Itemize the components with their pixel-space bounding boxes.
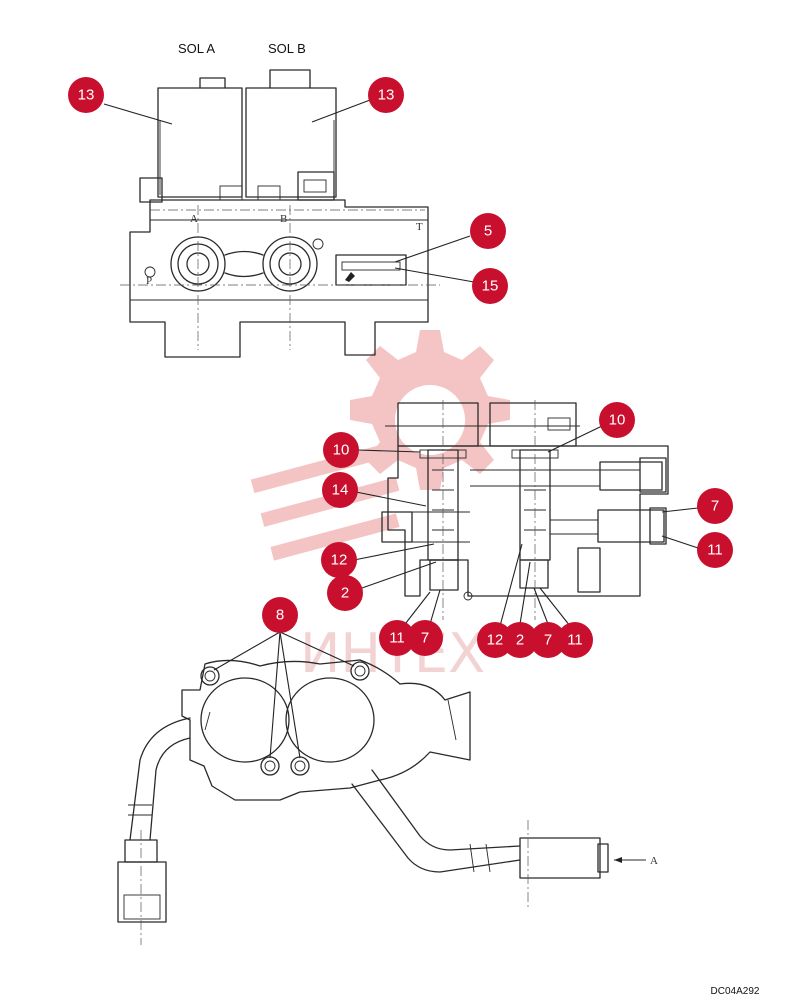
view-arrow-label: A: [650, 855, 658, 867]
sol-a-label: SOL A: [178, 41, 215, 56]
callout-12-left: 12: [321, 542, 357, 578]
svg-text:11: 11: [567, 632, 583, 649]
svg-text:8: 8: [276, 607, 284, 624]
callout-2-bottom: 2: [502, 622, 538, 658]
callout-12-bottom: 12: [477, 622, 513, 658]
svg-text:11: 11: [389, 630, 405, 647]
svg-text:2: 2: [341, 585, 349, 602]
callout-8: 8: [262, 597, 298, 633]
port-a-label: A: [190, 213, 198, 225]
callout-14: 14: [322, 472, 358, 508]
svg-text:2: 2: [516, 632, 524, 649]
callout-15: 15: [472, 268, 508, 304]
svg-text:12: 12: [331, 552, 348, 569]
bottom-view: A: [117, 659, 658, 945]
callout-13-left: 13: [68, 77, 104, 113]
port-p-label: P: [146, 275, 152, 287]
leader-lines: [103, 99, 699, 759]
sol-b-label: SOL B: [268, 41, 306, 56]
callout-10-left: 10: [323, 432, 359, 468]
callout-11-bottom-left: 11: [379, 620, 415, 656]
drawing-code: DC04A292: [711, 986, 760, 997]
port-b-label: B: [280, 213, 287, 225]
callout-13-right: 13: [368, 77, 404, 113]
svg-text:15: 15: [482, 278, 499, 295]
callout-5: 5: [470, 213, 506, 249]
callout-7-bottom-left: 7: [407, 620, 443, 656]
svg-text:11: 11: [707, 542, 723, 559]
svg-text:7: 7: [544, 632, 552, 649]
svg-text:10: 10: [609, 412, 626, 429]
svg-text:7: 7: [711, 498, 719, 515]
callout-11-right: 11: [697, 532, 733, 568]
watermark-logo: [250, 330, 510, 561]
callout-7-right: 7: [697, 488, 733, 524]
top-view: SOL A SOL B A B P T: [120, 41, 440, 358]
callout-10-right: 10: [599, 402, 635, 438]
svg-text:12: 12: [487, 632, 504, 649]
svg-text:5: 5: [484, 223, 492, 240]
svg-text:10: 10: [333, 442, 350, 459]
svg-text:13: 13: [78, 87, 95, 104]
svg-text:7: 7: [421, 630, 429, 647]
port-t-label: T: [416, 221, 423, 233]
callout-7-bottom-right: 7: [530, 622, 566, 658]
callout-2-left: 2: [327, 575, 363, 611]
svg-text:13: 13: [378, 87, 395, 104]
section-view: [381, 400, 669, 620]
callout-11-bottom-right: 11: [557, 622, 593, 658]
svg-text:14: 14: [332, 482, 349, 499]
